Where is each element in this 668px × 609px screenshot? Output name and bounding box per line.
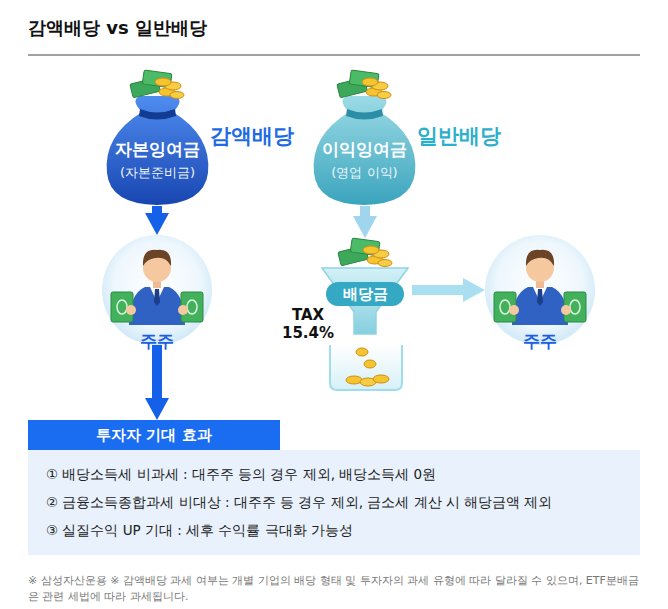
coin bbox=[346, 376, 362, 384]
shareholder-label: 주주 bbox=[485, 331, 595, 351]
shareholder-figure bbox=[111, 250, 203, 325]
source-name: 자본잉여금 bbox=[100, 138, 215, 160]
coin bbox=[360, 378, 376, 386]
shareholder-circle: 주주 bbox=[102, 235, 212, 345]
panel-heading: 투자자 기대 효과 bbox=[28, 420, 280, 450]
tax-rate-label: TAX 15.4% bbox=[282, 306, 334, 342]
coin bbox=[373, 375, 389, 383]
circle-backdrop bbox=[485, 235, 595, 345]
diagram-title: 감액배당 vs 일반배당 bbox=[28, 16, 207, 40]
source-note: ※ 삼성자산운용 ※ 감액배당 과세 여부는 개별 기업의 배당 형태 및 투자… bbox=[28, 573, 640, 605]
shareholder-figure bbox=[494, 250, 586, 325]
source-name: 이익잉여금 bbox=[307, 138, 422, 160]
money-pile bbox=[338, 238, 392, 267]
panel-body bbox=[28, 450, 640, 555]
shareholder-circle: 주주 bbox=[485, 235, 595, 345]
dividend-type-heading: 감액배당 bbox=[210, 122, 320, 150]
effects-panel: 투자자 기대 효과 ① 배당소득세 비과세 : 대주주 등의 경우 제외, 배당소… bbox=[28, 420, 640, 555]
source-detail: (자본준비금) bbox=[100, 164, 215, 182]
circle-backdrop bbox=[102, 235, 212, 345]
falling-coin bbox=[364, 360, 376, 368]
money-bag: 감액배당자본잉여금(자본준비금) bbox=[100, 78, 215, 206]
bag-tie bbox=[139, 109, 176, 120]
tax-tray bbox=[330, 345, 402, 390]
shareholder-circle-outline bbox=[102, 235, 212, 345]
shareholder-circle-outline bbox=[485, 235, 595, 345]
money-pile bbox=[130, 70, 184, 99]
shareholder-label: 주주 bbox=[102, 331, 212, 351]
flow-arrow bbox=[412, 285, 463, 295]
flow-arrow bbox=[152, 206, 162, 213]
effect-item: ③ 실질수익 UP 기대 : 세후 수익률 극대화 가능성 bbox=[46, 520, 631, 540]
flow-arrow bbox=[360, 206, 370, 216]
money-pile bbox=[337, 70, 391, 99]
falling-coin bbox=[356, 348, 368, 356]
effect-item: ① 배당소득세 비과세 : 대주주 등의 경우 제외, 배당소득세 0원 bbox=[46, 464, 631, 484]
flow-arrow bbox=[152, 345, 162, 398]
title-rule bbox=[28, 55, 640, 56]
dividend-label: 배당금 bbox=[318, 284, 412, 304]
dividend-type-heading: 일반배당 bbox=[417, 122, 527, 150]
money-bag: 일반배당이익잉여금(영업 이익) bbox=[307, 78, 422, 206]
effect-item: ② 금융소득종합과세 비대상 : 대주주 등 경우 제외, 금소세 계산 시 해… bbox=[46, 492, 631, 512]
bag-tie bbox=[346, 109, 383, 120]
source-detail: (영업 이익) bbox=[307, 164, 422, 182]
